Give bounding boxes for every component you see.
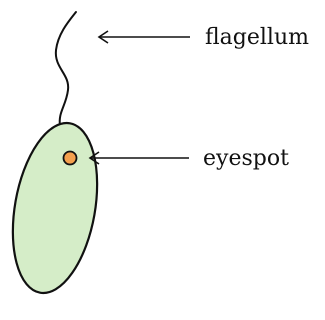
flagellum [56,12,76,126]
eyespot-arrow [90,152,189,164]
eyespot [64,152,77,165]
flagellum-label: flagellum [205,25,309,50]
flagellum-arrow [99,31,190,43]
cell-body [1,116,110,299]
eyespot-label: eyespot [203,146,289,171]
